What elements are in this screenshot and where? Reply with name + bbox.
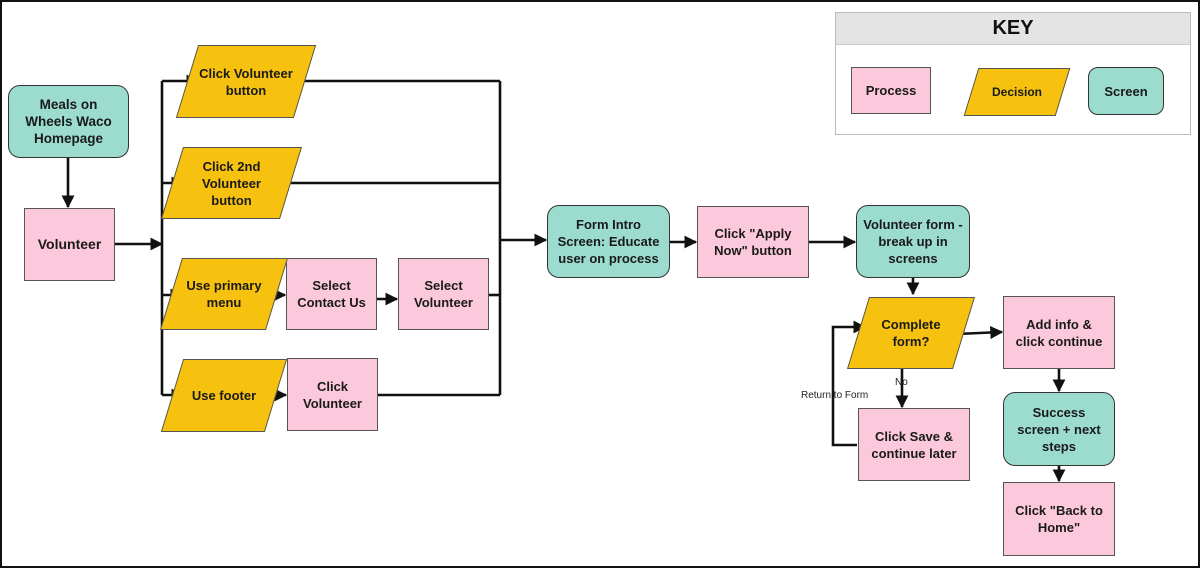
legend-decision: Decision	[963, 68, 1071, 116]
legend-title: KEY	[836, 13, 1190, 45]
node-homepage-label: Meals on Wheels Waco Homepage	[25, 97, 112, 146]
node-success-screen: Success screen + next steps	[1003, 392, 1115, 466]
node-add-info-label: Add info & click continue	[1015, 316, 1103, 349]
node-select-contact-us-label: Select Contact Us	[297, 278, 366, 310]
edge-return-to-form	[831, 320, 867, 447]
node-success-screen-label: Success screen + next steps	[1017, 404, 1101, 454]
node-click-apply-now: Click "Apply Now" button	[697, 206, 809, 278]
node-complete-form: Complete form?	[846, 297, 976, 369]
node-click-save-label: Click Save & continue later	[871, 428, 957, 461]
legend-screen-label: Screen	[1104, 83, 1148, 99]
legend-process: Process	[851, 67, 931, 114]
legend-process-label: Process	[865, 83, 917, 98]
legend-decision-label: Decision	[991, 84, 1042, 99]
node-form-intro-label: Form Intro Screen: Educate user on proce…	[557, 217, 660, 266]
node-click-2nd-volunteer-button-label: Click 2nd Volunteer button	[202, 158, 261, 208]
node-form-intro: Form Intro Screen: Educate user on proce…	[547, 205, 670, 278]
node-volunteer-form-label: Volunteer form - break up in screens	[863, 217, 963, 266]
node-use-footer: Use footer	[160, 359, 288, 432]
node-back-to-home-label: Click "Back to Home"	[1015, 503, 1103, 535]
legend-screen: Screen	[1088, 67, 1164, 115]
node-select-volunteer-label: Select Volunteer	[414, 278, 473, 310]
node-select-contact-us: Select Contact Us	[286, 258, 377, 330]
node-volunteer: Volunteer	[24, 208, 115, 281]
node-homepage: Meals on Wheels Waco Homepage	[8, 85, 129, 158]
node-volunteer-form: Volunteer form - break up in screens	[856, 205, 970, 278]
node-back-to-home: Click "Back to Home"	[1003, 482, 1115, 556]
node-click-apply-now-label: Click "Apply Now" button	[714, 226, 792, 258]
node-volunteer-label: Volunteer	[37, 236, 102, 252]
node-click-volunteer-button: Click Volunteer button	[175, 45, 317, 118]
node-click-volunteer-label: Click Volunteer	[303, 378, 362, 411]
edge-label-return-to-form: Return to Form	[801, 390, 869, 401]
node-click-volunteer: Click Volunteer	[287, 358, 378, 431]
node-click-2nd-volunteer-button: Click 2nd Volunteer button	[160, 147, 303, 219]
legend: KEY Process Decision Screen	[835, 12, 1191, 135]
node-use-footer-label: Use footer	[191, 388, 257, 403]
node-add-info: Add info & click continue	[1003, 296, 1115, 369]
node-select-volunteer: Select Volunteer	[398, 258, 489, 330]
node-use-primary-menu: Use primary menu	[159, 258, 289, 330]
edge-label-no: No	[895, 377, 908, 388]
edge-complete-form-yes-to-add-info	[956, 326, 1004, 340]
node-use-primary-menu-label: Use primary menu	[186, 278, 262, 310]
node-complete-form-label: Complete form?	[881, 317, 941, 349]
node-click-save: Click Save & continue later	[858, 408, 970, 481]
node-click-volunteer-button-label: Click Volunteer button	[199, 65, 293, 98]
